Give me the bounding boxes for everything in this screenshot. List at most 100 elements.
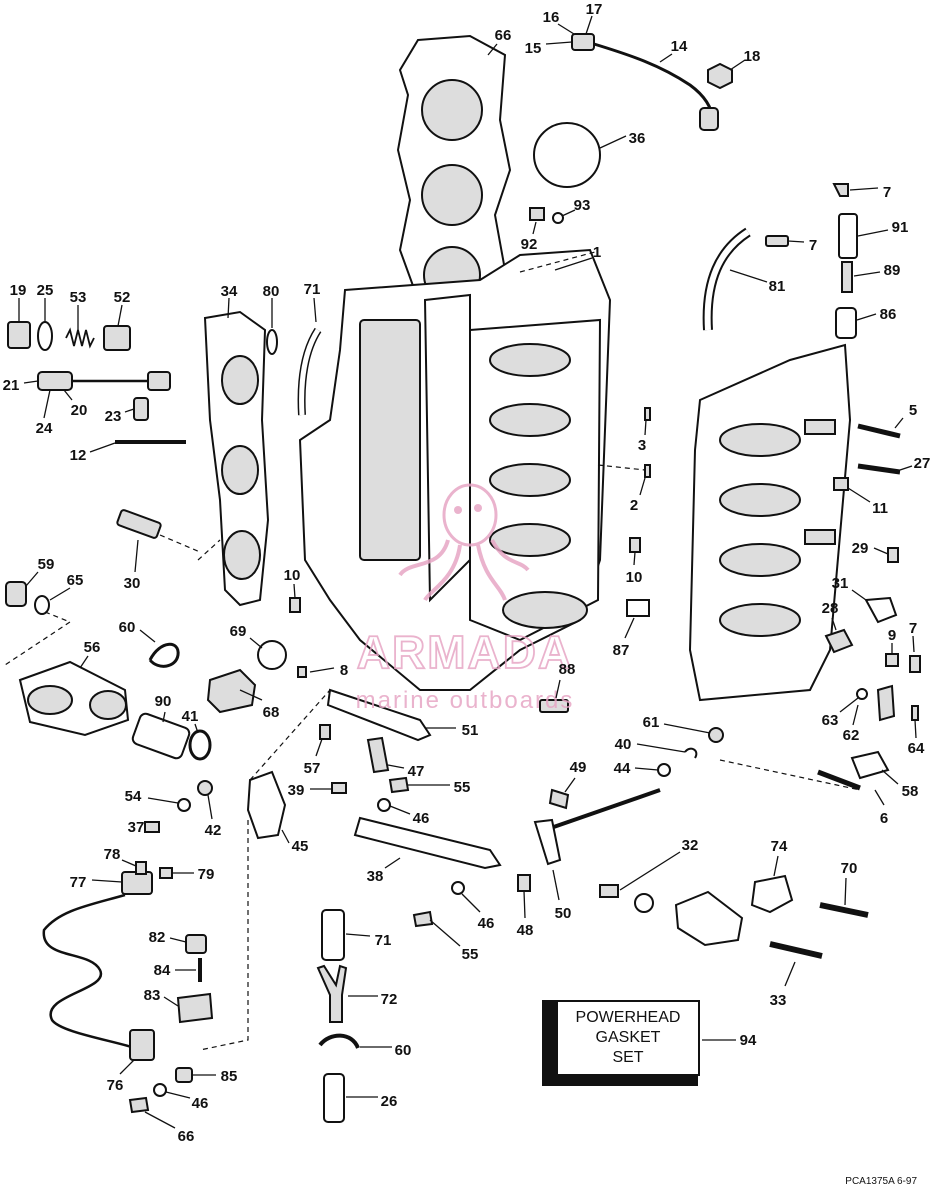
part-label-32: 32: [682, 837, 699, 854]
leader-line-38: [384, 857, 401, 869]
part-label-30: 30: [124, 575, 141, 592]
leader-line-12: [89, 442, 116, 453]
leader-line-55: [429, 919, 461, 947]
part-label-28: 28: [822, 600, 839, 617]
leader-line-66: [144, 1111, 176, 1129]
leader-line-36: [599, 135, 627, 149]
leader-line-65: [49, 587, 71, 601]
filter-86: [835, 307, 857, 339]
part-label-50: 50: [555, 905, 572, 922]
watermark: ARMADA marine outboards: [356, 483, 575, 714]
powerhead-gasket-set-box: POWERHEAD GASKET SET: [542, 1000, 700, 1086]
watermark-tagline: marine outboards: [356, 687, 575, 714]
part-label-66: 66: [178, 1128, 195, 1145]
leader-line-46: [461, 893, 481, 913]
part-label-71: 71: [304, 281, 321, 298]
leader-line-58: [881, 769, 899, 785]
nut-18: [707, 62, 733, 90]
part-label-90: 90: [155, 693, 172, 710]
part-label-76: 76: [107, 1077, 124, 1094]
part-label-82: 82: [149, 929, 166, 946]
leader-line-11: [847, 487, 871, 503]
bolt-27: [857, 463, 901, 475]
part-label-60: 60: [395, 1042, 412, 1059]
part-label-1: 1: [593, 244, 601, 261]
leader-line-92: [532, 221, 537, 235]
part-label-3: 3: [638, 437, 646, 454]
part-label-88: 88: [559, 661, 576, 678]
washer-46-b: [451, 881, 465, 895]
part-label-55: 55: [462, 946, 479, 963]
hose-91: [838, 213, 858, 259]
leader-line-3: [644, 419, 647, 436]
part-label-9: 9: [888, 627, 896, 644]
leader-line-49: [564, 777, 576, 793]
leader-line-68: [239, 689, 263, 701]
clip-55-a: [388, 776, 410, 794]
part-label-72: 72: [381, 991, 398, 1008]
pin-87: [626, 599, 650, 617]
leader-line-46: [165, 1091, 191, 1099]
part-label-85: 85: [221, 1068, 238, 1085]
leader-line-57: [315, 738, 323, 757]
leader-line-2: [639, 477, 646, 496]
shaft-50: [533, 788, 661, 866]
leader-line-50: [552, 869, 560, 901]
part-label-51: 51: [462, 722, 479, 739]
part-label-7: 7: [883, 184, 891, 201]
clamp-60-upper: [148, 642, 180, 668]
leader-line-93: [561, 209, 576, 217]
clamp-41: [188, 729, 212, 761]
part-label-94: 94: [740, 1032, 757, 1049]
leader-line-56: [79, 655, 89, 669]
part-label-92: 92: [521, 236, 538, 253]
part-label-79: 79: [198, 866, 215, 883]
part-label-24: 24: [36, 420, 53, 437]
part-label-60: 60: [119, 619, 136, 636]
reference-code: PCA1375A 6-97: [845, 1176, 917, 1187]
leader-line-70: [844, 877, 847, 906]
elbow-7-top: [832, 183, 849, 197]
part-label-39: 39: [288, 782, 305, 799]
bolt-57: [319, 724, 331, 740]
mount-74: [750, 874, 794, 914]
leader-line-33: [784, 961, 796, 987]
leader-line-8: [309, 667, 335, 673]
elbow-7-low: [909, 655, 921, 673]
part-label-80: 80: [263, 283, 280, 300]
nut-9: [885, 653, 899, 667]
part-label-41: 41: [182, 708, 199, 725]
part-label-31: 31: [832, 575, 849, 592]
bolt-29: [887, 547, 899, 563]
part-label-47: 47: [408, 763, 425, 780]
part-label-46: 46: [413, 810, 430, 827]
leader-line-82: [169, 937, 187, 943]
part-label-5: 5: [909, 402, 917, 419]
cap-11: [833, 477, 849, 491]
dowel-3: [644, 407, 651, 421]
bolt-6: [817, 769, 861, 791]
leader-line-42: [207, 794, 213, 820]
switch-76: [129, 1029, 155, 1061]
bolt-70: [819, 902, 869, 918]
bolt-10-right: [629, 537, 641, 553]
part-label-16: 16: [543, 9, 560, 26]
leader-line-61: [663, 723, 711, 734]
leader-line-1: [554, 257, 593, 271]
leader-line-76: [119, 1059, 135, 1075]
part-label-27: 27: [914, 455, 931, 472]
leader-line-54: [147, 797, 179, 804]
part-label-66: 66: [495, 27, 512, 44]
link-49: [548, 788, 570, 810]
part-label-58: 58: [902, 783, 919, 800]
bracket-47: [366, 736, 390, 774]
part-label-74: 74: [771, 838, 788, 855]
part-label-87: 87: [613, 642, 630, 659]
leader-line-46: [389, 805, 411, 815]
leader-line-5: [894, 417, 904, 429]
part-label-89: 89: [884, 262, 901, 279]
clip-55-b: [412, 910, 434, 928]
nut-93: [552, 212, 564, 224]
part-label-14: 14: [671, 38, 688, 55]
part-label-46: 46: [478, 915, 495, 932]
